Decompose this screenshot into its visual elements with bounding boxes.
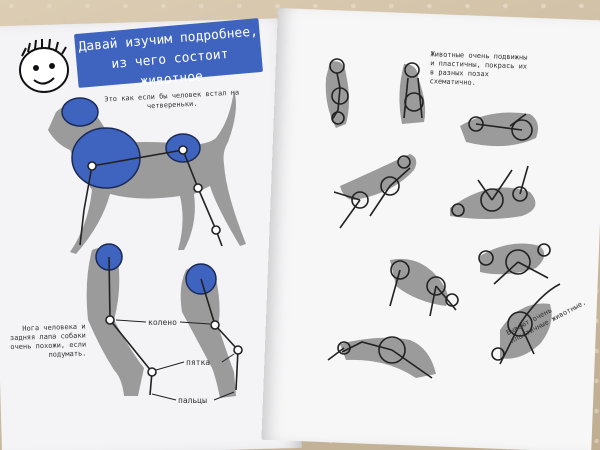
pose-rolling-dog <box>450 165 536 219</box>
pose-lying-dog <box>460 112 538 147</box>
label-knee: колено <box>148 318 177 327</box>
label-toes: пальцы <box>178 396 207 405</box>
cartoon-face-icon <box>19 38 69 93</box>
pose-sitting-cat <box>399 62 426 124</box>
dog-head-ellipse <box>61 97 99 127</box>
label-heel: пятка <box>186 358 211 367</box>
pose-jumping-dog <box>333 154 417 229</box>
animal-poses <box>325 58 561 379</box>
pose-sitting-dog <box>325 58 349 129</box>
label-arrows <box>115 319 235 401</box>
pose-walking-dog <box>478 243 551 285</box>
pose-sniffing-dog <box>389 258 459 317</box>
dog-skeleton-illustration <box>48 90 246 254</box>
leg-comparison-illustration <box>86 243 243 401</box>
pose-arched-cat <box>491 283 561 365</box>
dog-chest-ellipse <box>71 127 141 189</box>
note-leg-compare: Нога человека и задняя лапа собаки очень… <box>9 322 87 359</box>
note-flexible-animals: Животные очень подвижны и пластичны, пок… <box>429 50 528 87</box>
pose-stretching-dog <box>327 336 436 379</box>
